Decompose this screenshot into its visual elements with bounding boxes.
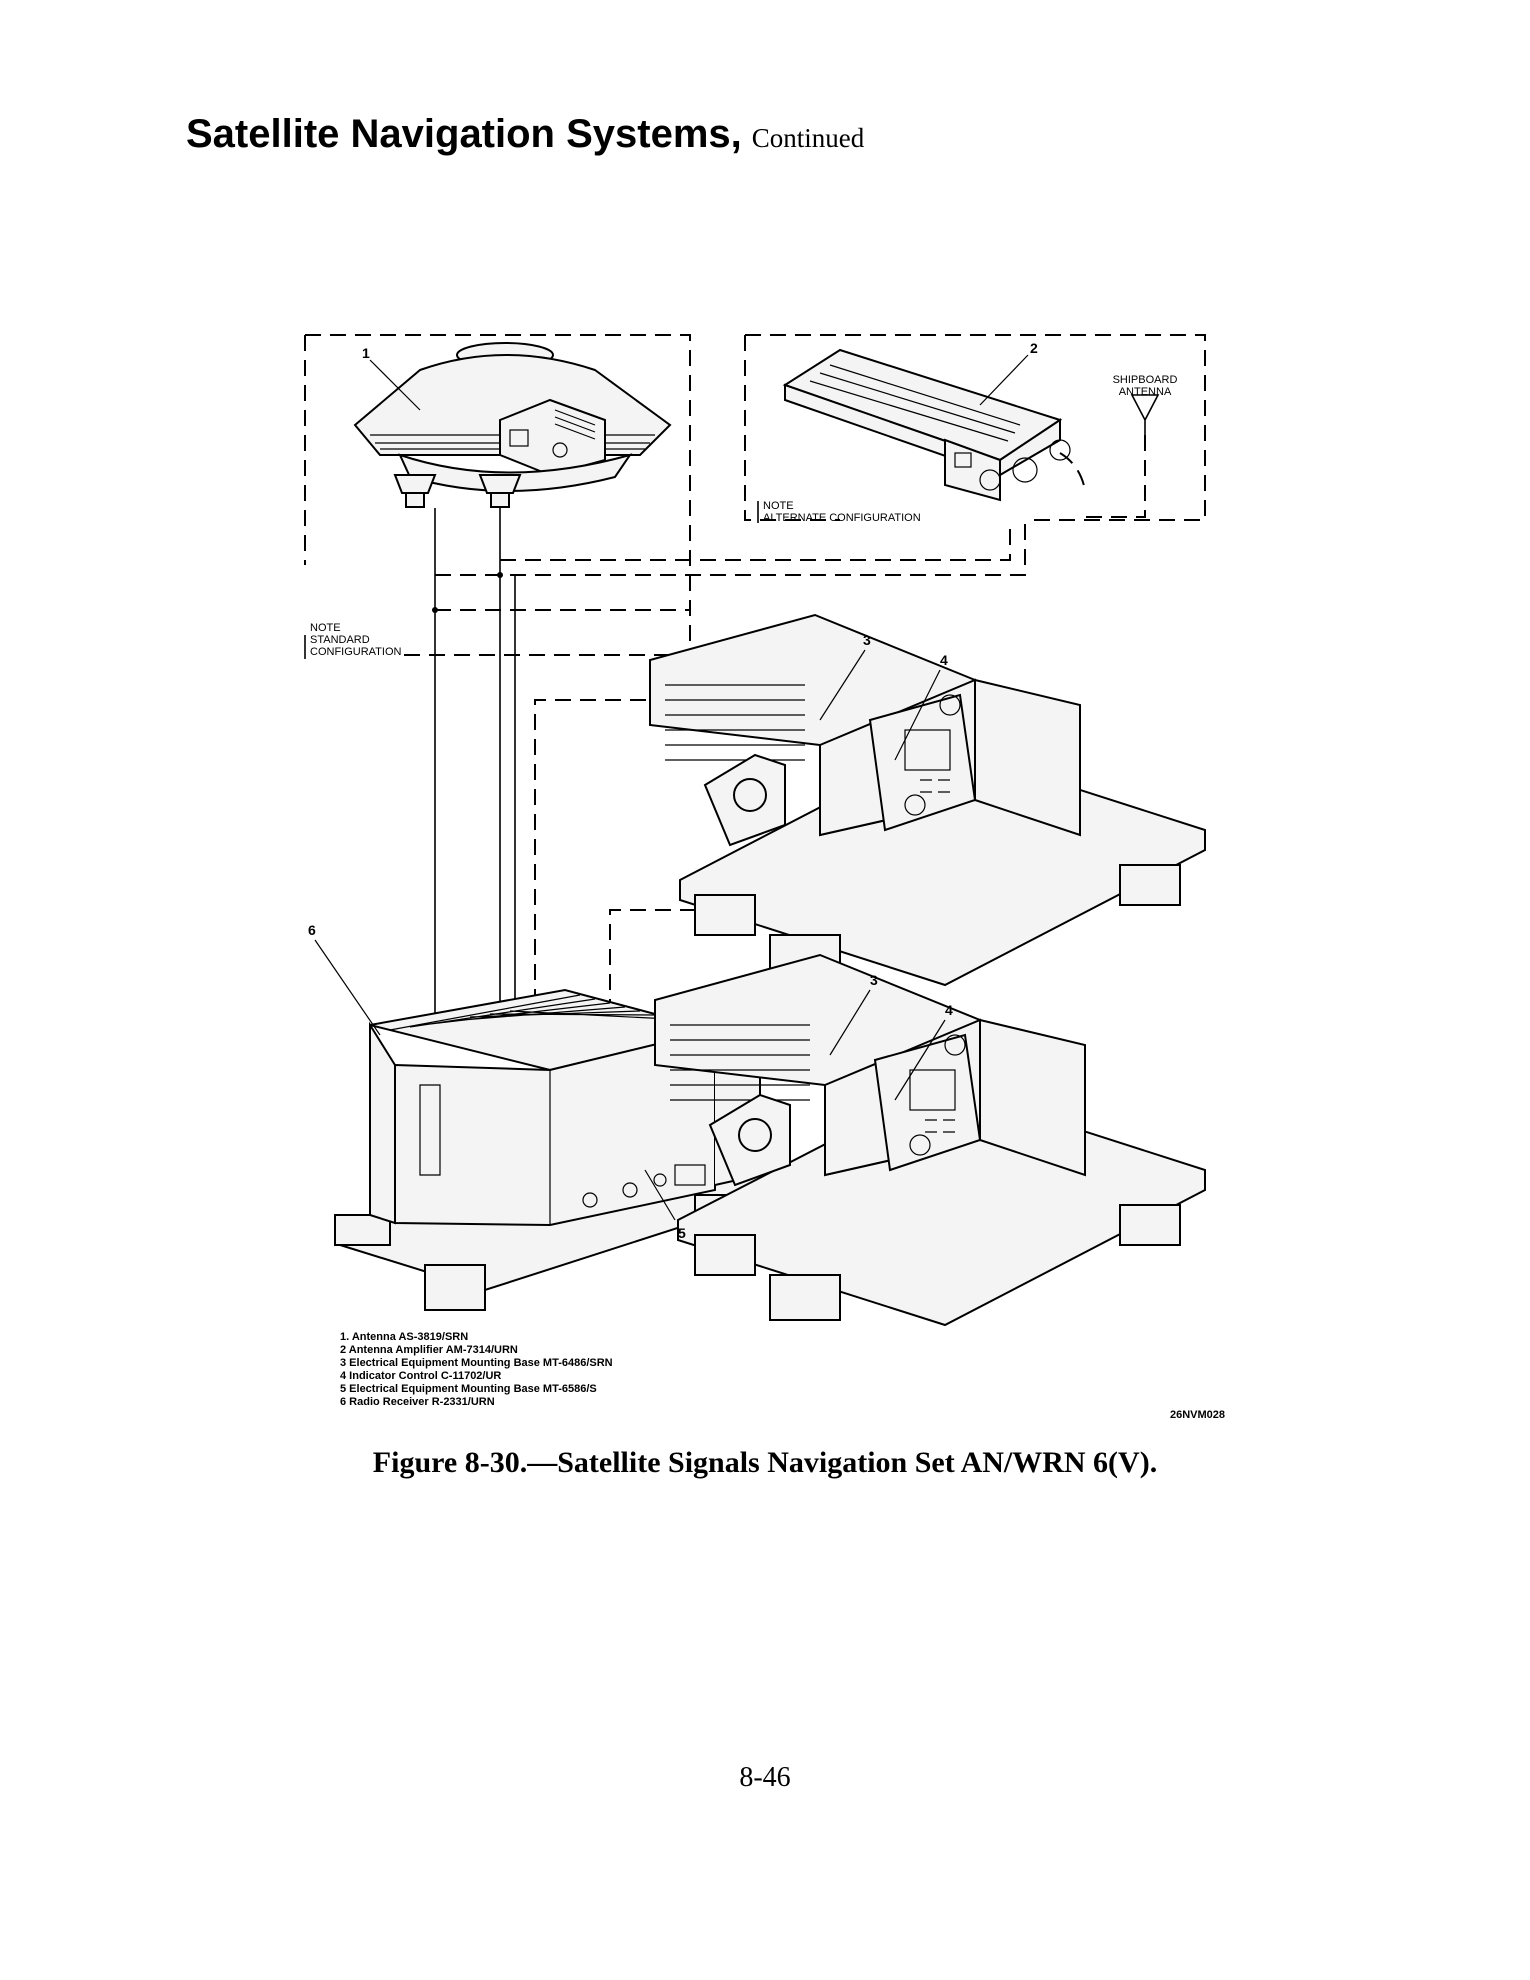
callout-3-upper: 3 xyxy=(863,632,871,648)
drawing-id: 26NVM028 xyxy=(1170,1409,1225,1421)
antenna-amplifier-drawing xyxy=(782,348,1071,502)
legend-item-4: 4 Indicator Control C-11702/UR xyxy=(340,1370,501,1382)
callout-4-lower: 4 xyxy=(945,1002,953,1018)
callout-1: 1 xyxy=(362,345,370,361)
note-standard-line-3: CONFIGURATION xyxy=(310,646,402,658)
page-number: 8-46 xyxy=(739,1762,791,1793)
legend-item-5: 5 Electrical Equipment Mounting Base MT-… xyxy=(340,1383,597,1395)
callout-5: 5 xyxy=(678,1225,686,1241)
antenna-label-line-2: ANTENNA xyxy=(1119,386,1172,398)
mounting-base-upper-drawing xyxy=(649,613,1206,987)
callout-3-lower: 3 xyxy=(870,972,878,988)
note-alternate-line-2: ALTERNATE CONFIGURATION xyxy=(763,512,921,524)
callout-2: 2 xyxy=(1030,340,1038,356)
legend-item-3: 3 Electrical Equipment Mounting Base MT-… xyxy=(340,1357,613,1369)
note-standard-line-1: NOTE xyxy=(310,622,341,634)
callout-6: 6 xyxy=(308,922,316,938)
figure-caption: Figure 8-30.—Satellite Signals Navigatio… xyxy=(372,1446,1158,1479)
antenna-label-line-1: SHIPBOARD xyxy=(1113,374,1178,386)
antenna-drawing xyxy=(353,342,672,508)
page-header: Satellite Navigation Systems, Continued xyxy=(186,112,864,157)
note-alternate-line-1: NOTE xyxy=(763,500,794,512)
legend-item-2: 2 Antenna Amplifier AM-7314/URN xyxy=(340,1344,518,1356)
radio-receiver-drawing xyxy=(334,988,781,1311)
callout-4-upper: 4 xyxy=(940,652,948,668)
mounting-base-lower-drawing xyxy=(654,953,1206,1327)
legend-item-6: 6 Radio Receiver R-2331/URN xyxy=(340,1396,495,1408)
equipment-figure: SHIPBOARD ANTENNA NOTE ALTERNATE CONFIGU… xyxy=(300,325,1225,1425)
note-standard-line-2: STANDARD xyxy=(310,634,370,646)
page-title: Satellite Navigation Systems, xyxy=(186,112,742,156)
legend-item-1: 1. Antenna AS-3819/SRN xyxy=(340,1331,468,1343)
continued-label: Continued xyxy=(751,123,865,153)
equipment-diagram: SHIPBOARD ANTENNA NOTE ALTERNATE CONFIGU… xyxy=(304,334,1225,1421)
